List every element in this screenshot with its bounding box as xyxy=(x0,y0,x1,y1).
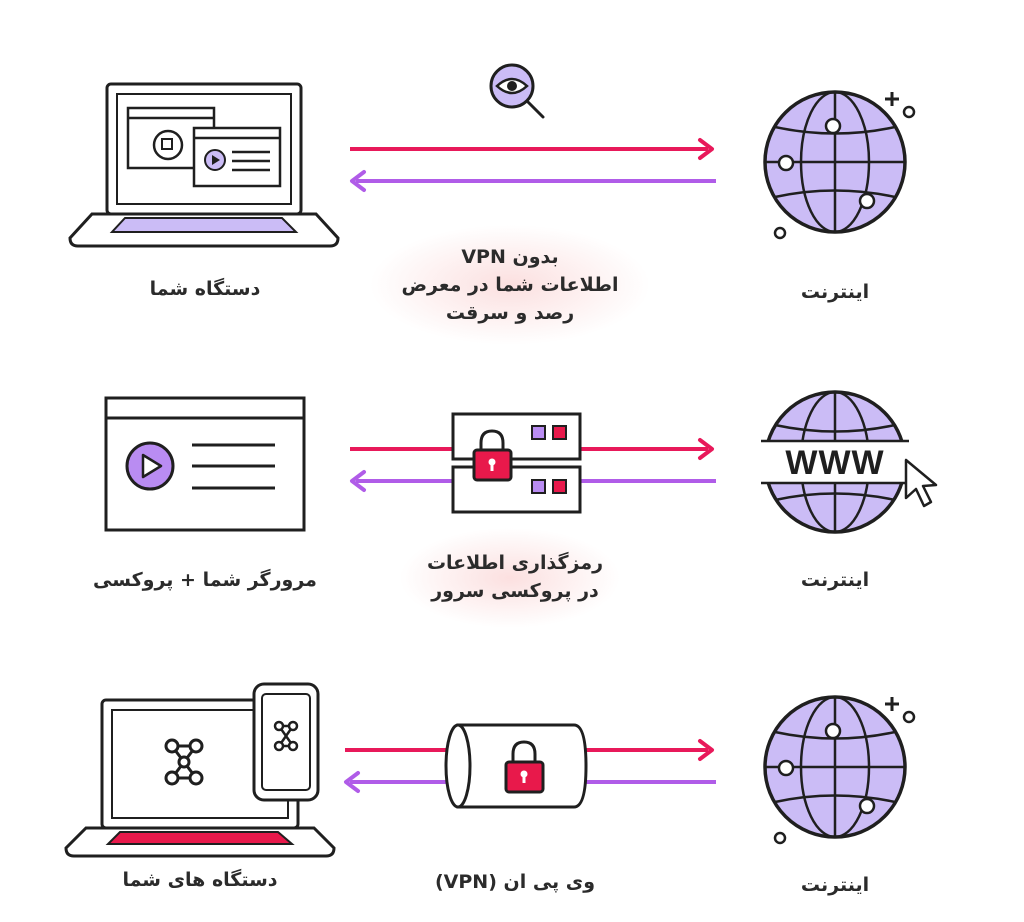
laptop-icon xyxy=(68,82,340,248)
www-label: WWW xyxy=(785,444,884,482)
eye-magnifier-icon xyxy=(489,63,545,119)
row2-caption-line2: در پروکسی سرور xyxy=(431,580,599,602)
row1-caption-line2: اطلاعات شما در معرض xyxy=(401,274,619,296)
row1-right-label: اینترنت xyxy=(800,281,870,303)
row3-left-label: دستگاه های شما xyxy=(122,869,278,891)
row1-caption-line3: رصد و سرقت xyxy=(445,302,575,324)
row1-left-label: دستگاه شما xyxy=(149,278,261,300)
caption-glow xyxy=(400,528,620,628)
row3-caption-line1: وی پی ان (VPN) xyxy=(434,871,596,893)
vpn-tunnel-lock-icon xyxy=(444,723,588,809)
caption-glow xyxy=(370,225,650,345)
row2-left-label: مرورگر شما + پروکسی xyxy=(93,569,317,591)
row3-right-label: اینترنت xyxy=(800,874,870,896)
row1-caption-line1: بدون VPN xyxy=(461,246,559,268)
globe-icon xyxy=(763,90,916,240)
row2-right-label: اینترنت xyxy=(800,569,870,591)
www-globe-icon xyxy=(761,390,938,534)
arrow-outgoing xyxy=(350,138,714,160)
arrow-incoming xyxy=(344,771,716,793)
row2-caption-line1: رمزگذاری اطلاعات xyxy=(426,552,604,574)
arrow-outgoing xyxy=(345,739,714,761)
laptop-phone-icon xyxy=(64,682,336,858)
globe-icon xyxy=(763,695,916,845)
arrow-incoming xyxy=(350,170,716,192)
proxy-server-lock-icon xyxy=(451,412,582,514)
browser-window-icon xyxy=(104,396,306,532)
